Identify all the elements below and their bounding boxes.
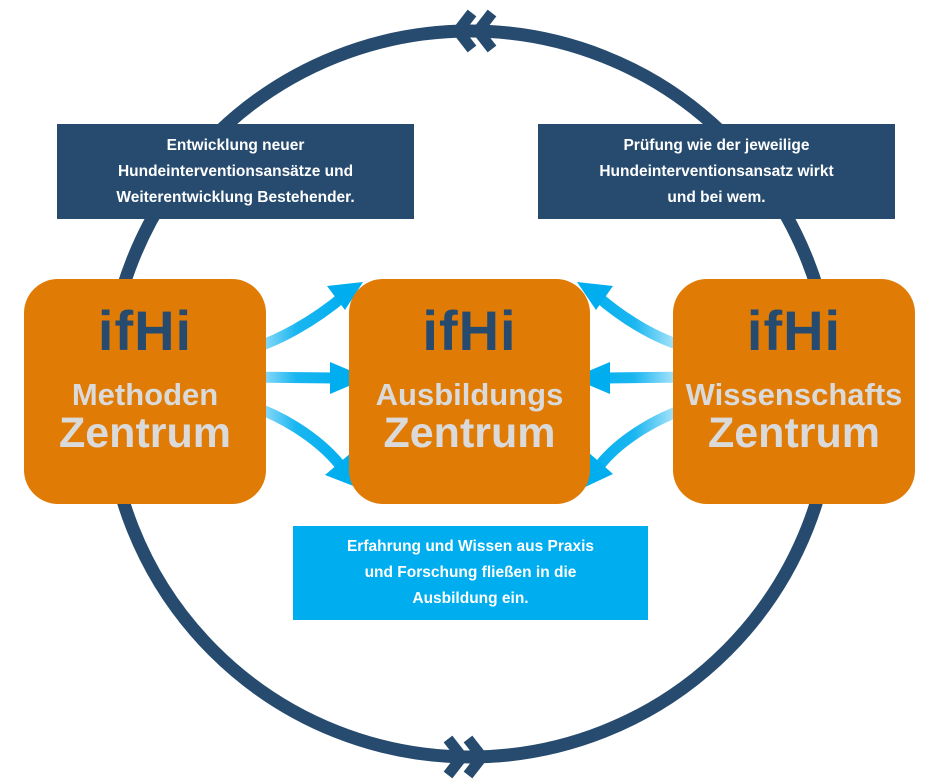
brand-logo: ifHi [97, 299, 193, 362]
center-suffix: Zentrum [59, 409, 231, 457]
chevron-right-icon [443, 735, 489, 779]
arrow-head-icon [325, 452, 356, 487]
center-wissenschaft: ifHi Wissenschafts Zentrum [673, 279, 915, 504]
note-line: und bei wem. [667, 188, 766, 206]
note-line: Prüfung wie der jeweilige [623, 136, 810, 154]
center-methoden: ifHi Methoden Zentrum [24, 279, 266, 504]
brand-logo: ifHi [422, 299, 517, 362]
note-line: Hundeinterventionsansätze und [117, 162, 354, 180]
note-line: Ausbildung ein. [412, 590, 529, 607]
center-suffix: Zentrum [383, 409, 556, 457]
arrow-head-icon [572, 362, 610, 394]
center-name: Ausbildungs [375, 377, 564, 412]
note-line: Hundeinterventionsansatz wirkt [599, 162, 834, 180]
center-name: Methoden [71, 377, 219, 412]
note-line: Entwicklung neuer [166, 136, 305, 154]
chevron-left-icon [451, 9, 497, 53]
note-line: und Forschung fließen in die [364, 564, 577, 581]
center-suffix: Zentrum [708, 409, 880, 457]
note-testing: Prüfung wie der jeweilige Hundeintervent… [538, 124, 895, 219]
note-line: Weiterentwicklung Bestehender. [116, 188, 355, 206]
arrow-head-icon [577, 282, 613, 310]
brand-logo: ifHi [746, 299, 842, 362]
arrow-head-icon [583, 452, 613, 488]
note-development: Entwicklung neuer Hundeinterventionsansä… [57, 124, 414, 219]
center-ausbildung: ifHi Ausbildungs Zentrum [349, 279, 590, 504]
center-name: Wissenschafts [685, 377, 903, 412]
note-line: Erfahrung und Wissen aus Praxis [346, 538, 595, 555]
note-knowledge: Erfahrung und Wissen aus Praxis und Fors… [293, 526, 648, 620]
arrow-head-icon [327, 282, 363, 310]
